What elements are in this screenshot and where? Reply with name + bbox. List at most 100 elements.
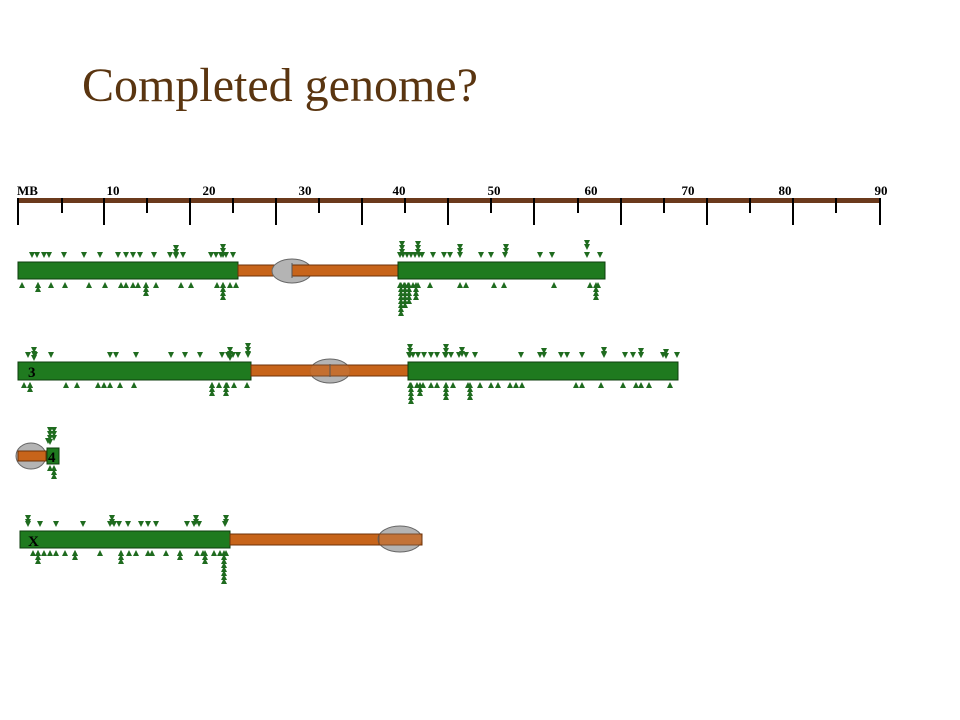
up-triangle-icon [450,382,456,388]
up-triangle-icon [491,282,497,288]
up-triangle-icon [35,550,41,556]
up-triangle-icon [74,382,80,388]
down-triangle-icon [459,347,465,353]
up-triangle-icon [216,382,222,388]
down-triangle-icon [182,352,188,358]
chromosome-4-arm [46,447,60,465]
down-triangle-icon [584,240,590,246]
up-triangle-icon [221,566,227,572]
up-triangle-icon [202,554,208,560]
down-triangle-icon [503,244,509,250]
down-triangle-icon [153,521,159,527]
scale-tick-label: 60 [585,183,598,198]
down-triangle-icon [51,435,57,441]
up-triangle-icon [209,386,215,392]
down-triangle-icon [31,355,37,361]
up-triangle-icon [117,382,123,388]
up-triangle-icon [593,294,599,300]
up-triangle-icon [27,382,33,388]
up-triangle-icon [51,473,57,479]
up-triangle-icon [443,390,449,396]
down-triangle-icon [25,352,31,358]
scale-tick-label: 40 [393,183,406,198]
up-triangle-icon [123,282,129,288]
down-triangle-icon [541,348,547,354]
up-triangle-icon [513,382,519,388]
up-triangle-icon [406,286,412,292]
down-triangle-icon [584,252,590,258]
up-triangle-icon [47,465,53,471]
up-triangle-icon [417,390,423,396]
down-triangle-icon [488,252,494,258]
down-triangle-icon [415,245,421,251]
up-triangle-icon [223,390,229,396]
down-triangle-icon [47,431,53,437]
down-triangle-icon [193,515,199,521]
up-triangle-icon [398,302,404,308]
chromosome-x-label: X [28,534,39,550]
chromosome-3-markers [21,343,680,404]
scale-tick-label: 20 [203,183,216,198]
up-triangle-icon [406,298,412,304]
down-triangle-icon [408,252,414,258]
up-triangle-icon [638,382,644,388]
up-triangle-icon [398,290,404,296]
up-triangle-icon [145,550,151,556]
down-triangle-icon [48,352,54,358]
down-triangle-icon [219,352,225,358]
scale-tick-label: 50 [488,183,501,198]
up-triangle-icon [667,382,673,388]
up-triangle-icon [519,382,525,388]
down-triangle-icon [412,252,418,258]
down-triangle-icon [502,252,508,258]
up-triangle-icon [118,554,124,560]
down-triangle-icon [53,521,59,527]
up-triangle-icon [220,282,226,288]
up-triangle-icon [101,382,107,388]
chromosome-2-left-arm [17,261,239,280]
up-triangle-icon [202,558,208,564]
up-triangle-icon [97,550,103,556]
down-triangle-icon [61,252,67,258]
up-triangle-icon [467,394,473,400]
up-triangle-icon [406,294,412,300]
up-triangle-icon [221,570,227,576]
chromosome-x: X [19,515,423,584]
down-triangle-icon [549,252,555,258]
down-triangle-icon [601,351,607,357]
up-triangle-icon [72,550,78,556]
up-triangle-icon [118,282,124,288]
down-triangle-icon [478,252,484,258]
chromosome-3-label: 3 [28,365,36,381]
up-triangle-icon [593,286,599,292]
up-triangle-icon [209,382,215,388]
down-triangle-icon [213,252,219,258]
chromosome-3-left-arm [17,361,252,381]
up-triangle-icon [149,550,155,556]
down-triangle-icon [601,347,607,353]
down-triangle-icon [113,352,119,358]
up-triangle-icon [220,294,226,300]
down-triangle-icon [407,348,413,354]
up-triangle-icon [95,382,101,388]
up-triangle-icon [402,290,408,296]
up-triangle-icon [62,282,68,288]
up-triangle-icon [21,382,27,388]
up-triangle-icon [209,390,215,396]
up-triangle-icon [477,382,483,388]
up-triangle-icon [131,382,137,388]
up-triangle-icon [488,382,494,388]
up-triangle-icon [398,298,404,304]
down-triangle-icon [173,253,179,259]
down-triangle-icon [245,351,251,357]
up-triangle-icon [398,306,404,312]
up-triangle-icon [53,550,59,556]
chromosome-2-right-arm [397,261,606,280]
up-triangle-icon [501,282,507,288]
up-triangle-icon [593,290,599,296]
up-triangle-icon [413,294,419,300]
down-triangle-icon [579,352,585,358]
down-triangle-icon [230,252,236,258]
